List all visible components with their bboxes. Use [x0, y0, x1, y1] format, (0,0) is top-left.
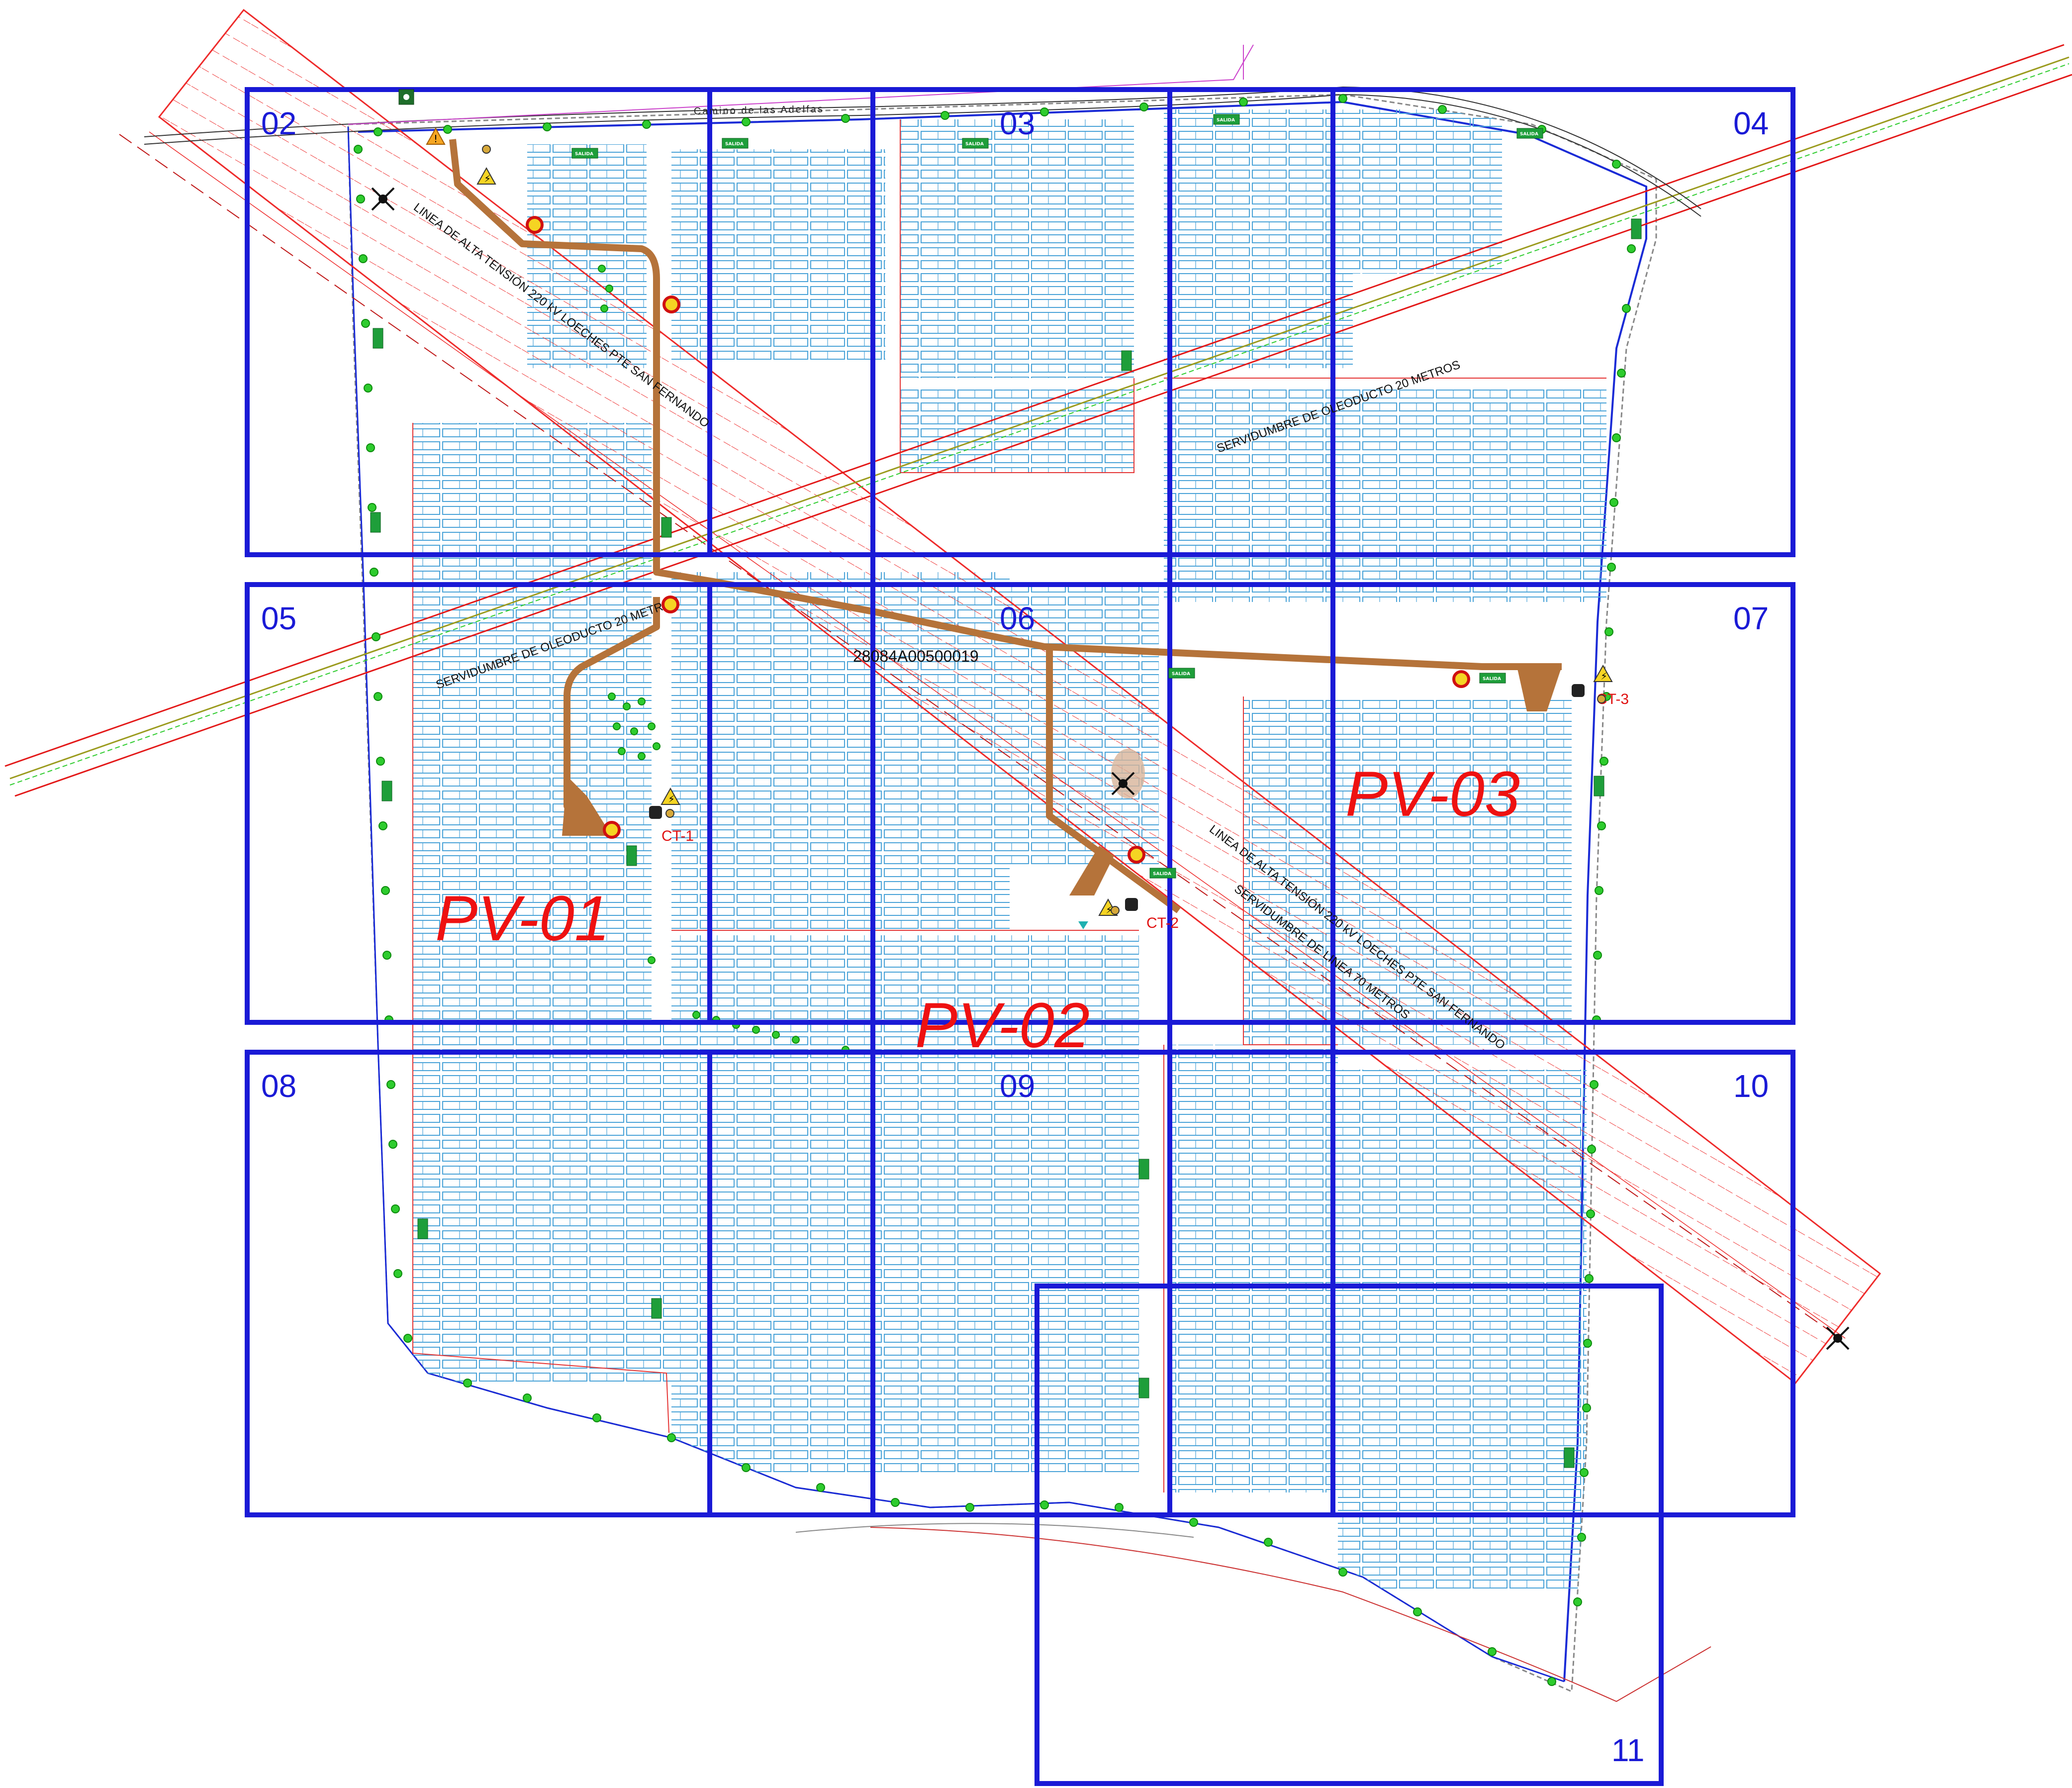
exit-sign-icon — [626, 845, 637, 866]
exit-sign-icon — [373, 328, 383, 349]
sheet-number-08: 08 — [261, 1068, 296, 1104]
sheet-number-02: 02 — [261, 105, 296, 141]
exit-sign-icon: SALIDA — [722, 138, 749, 149]
exit-signs: SALIDA SALIDA SALIDA SALIDA SALIDA SALID… — [370, 89, 1642, 1468]
warning-sign-icon: ⚡ — [476, 167, 496, 185]
exit-sign-icon: SALIDA — [1168, 668, 1195, 679]
sheet-number-11: 11 — [1611, 1732, 1644, 1768]
zone-label-pv02: PV-02 — [915, 990, 1090, 1061]
transformer-icon — [649, 806, 674, 819]
exit-sign-icon — [370, 512, 381, 533]
sheet-frame-11 — [1035, 1284, 1664, 1786]
road-camino-de-las-adelfas — [144, 44, 1711, 1702]
svg-text:SALIDA: SALIDA — [725, 142, 744, 147]
svg-text:SALIDA: SALIDA — [1172, 672, 1190, 677]
exit-sign-icon — [417, 1218, 428, 1239]
no-entry-icon — [526, 216, 544, 234]
tower-icon — [1111, 749, 1145, 798]
zone-label-pv03: PV-03 — [1345, 759, 1520, 830]
no-entry-icon — [1128, 846, 1145, 864]
exit-sign-icon — [1594, 776, 1604, 796]
transformer-label-ct1: CT-1 — [661, 828, 694, 844]
svg-text:SALIDA: SALIDA — [575, 152, 593, 157]
exit-sign-icon — [381, 781, 392, 801]
sheet-number-09: 09 — [1000, 1068, 1035, 1104]
transformer-icon — [1572, 684, 1606, 703]
sheet-number-10: 10 — [1733, 1068, 1769, 1104]
road-turnarounds — [562, 667, 1562, 895]
warning-sign-icon: ! — [426, 127, 446, 145]
no-entry-icon — [1452, 670, 1470, 688]
exit-sign-icon: SALIDA — [962, 138, 989, 149]
panel-block — [671, 149, 885, 363]
svg-text:SALIDA: SALIDA — [1520, 132, 1538, 137]
svg-text:⚡: ⚡ — [1601, 670, 1607, 682]
sheet-number-03: 03 — [1000, 105, 1035, 141]
panel-block — [1164, 109, 1353, 368]
no-entry-icon — [661, 596, 679, 613]
sheet-index-grid — [245, 87, 1795, 1786]
transformer-label-ct2: CT-2 — [1146, 915, 1179, 931]
access-roads — [449, 139, 1562, 913]
svg-text:SALIDA: SALIDA — [1217, 118, 1235, 123]
panel-block — [900, 119, 1134, 378]
svg-text:⚡: ⚡ — [484, 173, 491, 185]
tower-icon — [371, 187, 395, 211]
transformer-icon — [482, 145, 491, 154]
tower-icon — [1826, 1326, 1850, 1350]
site-symbols: ! ⚡ ⚡ ⚡ ⚡ — [371, 127, 1850, 1350]
no-entry-icon — [662, 296, 680, 313]
sheet-number-07: 07 — [1733, 600, 1769, 636]
panel-block — [900, 388, 1134, 473]
sheet-number-04: 04 — [1733, 105, 1769, 141]
zone-label-pv01: PV-01 — [435, 883, 610, 954]
exit-sign-icon — [1121, 350, 1132, 371]
warning-sign-icon: ⚡ — [1593, 664, 1613, 682]
exit-sign-icon: SALIDA — [1516, 128, 1543, 139]
panel-block — [1169, 1045, 1338, 1492]
no-entry-icon — [603, 821, 621, 839]
svg-text:SALIDA: SALIDA — [1483, 677, 1501, 682]
fence-outlines — [412, 119, 1606, 1492]
sheet-numbers: 02 03 04 05 06 07 08 09 10 11 — [261, 105, 1769, 1768]
panel-block — [1164, 388, 1606, 602]
sheet-number-06: 06 — [1000, 600, 1035, 636]
survey-marker-icon — [1078, 921, 1088, 929]
panel-block — [1353, 109, 1502, 274]
zone-labels: PV-01 PV-02 PV-03 — [435, 759, 1520, 1061]
exit-sign-icon: SALIDA — [1213, 114, 1240, 125]
sheet-number-05: 05 — [261, 600, 296, 636]
exit-sign-icon — [398, 89, 414, 105]
exit-sign-icon — [661, 517, 672, 538]
exit-sign-icon: SALIDA — [1149, 868, 1176, 879]
svg-text:!: ! — [434, 133, 438, 145]
svg-text:SALIDA: SALIDA — [1153, 872, 1171, 877]
panel-block — [413, 1020, 671, 1383]
transformer-icon — [1111, 898, 1138, 915]
exit-sign-icon — [1631, 218, 1642, 239]
svg-text:⚡: ⚡ — [668, 793, 675, 805]
exit-sign-icon — [1138, 1159, 1149, 1180]
panel-block — [413, 423, 652, 1020]
pipeline-easement — [4, 44, 2072, 797]
road-label: Camino de las Adelfas — [694, 103, 824, 117]
warning-sign-icon: ⚡ — [660, 787, 680, 805]
exit-sign-icon: SALIDA — [571, 148, 598, 159]
exit-sign-icon — [1564, 1447, 1575, 1468]
exit-sign-icon — [1138, 1378, 1149, 1398]
exit-sign-icon: SALIDA — [1479, 673, 1506, 684]
exit-sign-icon — [651, 1298, 662, 1319]
svg-text:SALIDA: SALIDA — [965, 142, 984, 147]
svg-text:⚡: ⚡ — [1106, 904, 1113, 916]
parcel-reference: 28084A00500019 — [853, 647, 979, 665]
